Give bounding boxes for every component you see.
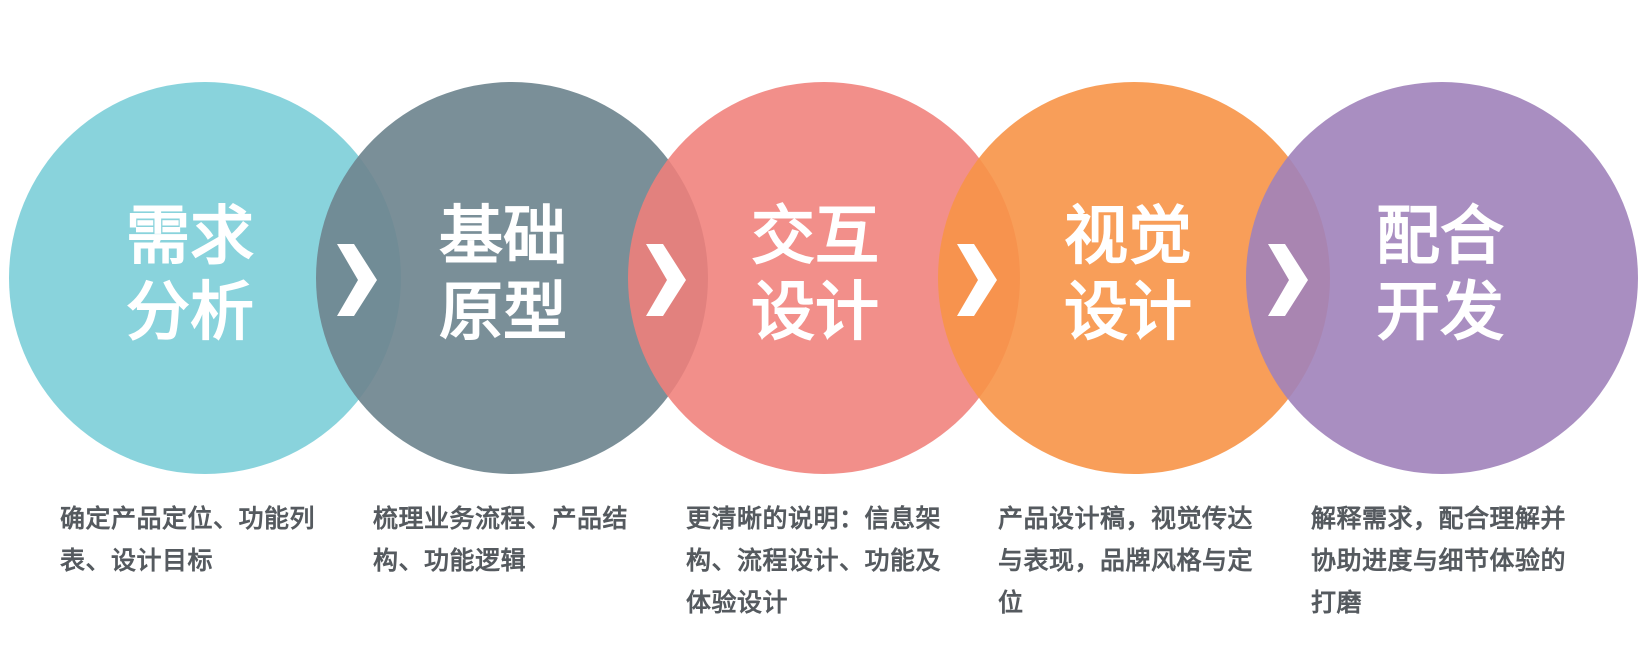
step-title-3-line1: 交互 <box>751 200 879 274</box>
step-circle-5 <box>1246 82 1638 474</box>
chevron-right-icon <box>337 244 377 316</box>
step-title-4-line1: 视觉 <box>1064 200 1192 274</box>
step-title-5-line2: 开发 <box>1376 276 1504 350</box>
step-description-4: 产品设计稿，视觉传达与表现，品牌风格与定位 <box>998 504 1254 617</box>
chevron-right-icon <box>646 244 686 316</box>
step-circle-4 <box>938 82 1330 474</box>
step-title-2-line1: 基础 <box>439 200 567 274</box>
step-title-1-line2: 分析 <box>126 276 254 350</box>
step-description-1: 确定产品定位、功能列表、设计目标 <box>60 504 316 575</box>
step-title-1-line1: 需求 <box>126 200 254 274</box>
step-title-4-line2: 设计 <box>1064 276 1192 350</box>
step-description-2: 梳理业务流程、产品结构、功能逻辑 <box>373 504 629 575</box>
chevron-right-icon <box>957 244 997 316</box>
step-title-3-line2: 设计 <box>751 276 879 350</box>
step-description-5: 解释需求，配合理解并协助进度与细节体验的打磨 <box>1311 504 1567 617</box>
step-circle-2 <box>316 82 708 474</box>
chevron-right-icon <box>1268 244 1308 316</box>
step-title-5-line1: 配合 <box>1376 200 1504 274</box>
step-title-2-line2: 原型 <box>439 276 567 350</box>
step-description-3: 更清晰的说明：信息架构、流程设计、功能及体验设计 <box>686 504 942 617</box>
step-circle-1 <box>9 82 401 474</box>
step-circle-3 <box>628 82 1020 474</box>
